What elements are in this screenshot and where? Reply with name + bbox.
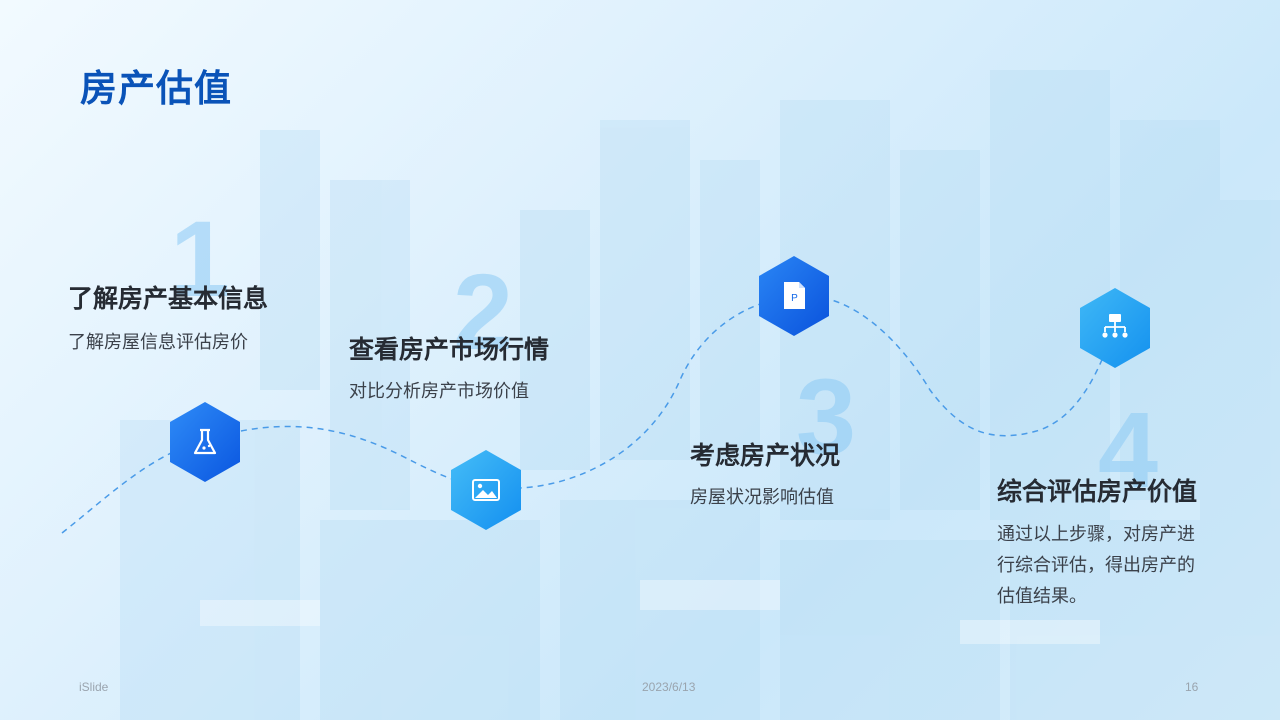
- step-3-description: 房屋状况影响估值: [690, 487, 834, 508]
- step-1-hexagon: [170, 402, 240, 482]
- step-2-description: 对比分析房产市场价值: [349, 381, 529, 402]
- step-4-title: 综合评估房产价值: [997, 477, 1198, 506]
- step-1-description: 了解房屋信息评估房价: [68, 332, 248, 353]
- step-4-hexagon: [1080, 288, 1150, 368]
- svg-text:P: P: [791, 293, 798, 304]
- hierarchy-icon: [1102, 314, 1128, 338]
- step-number-3: 3: [796, 356, 857, 477]
- step-1-title: 了解房产基本信息: [68, 284, 269, 313]
- step-3-hexagon: P: [759, 256, 829, 336]
- step-2-hexagon: [451, 450, 521, 530]
- step-3-title: 考虑房产状况: [690, 441, 841, 470]
- footer-page-number: 16: [1185, 680, 1199, 694]
- footer-date: 2023/6/13: [642, 680, 696, 694]
- image-icon: [472, 479, 500, 501]
- step-number-2: 2: [453, 251, 514, 372]
- document-icon: P: [784, 282, 805, 309]
- page-title: 房产估值: [80, 67, 232, 110]
- step-number-4: 4: [1098, 389, 1159, 510]
- flask-icon: [193, 428, 217, 455]
- step-number-1: 1: [170, 198, 231, 319]
- footer-brand: iSlide: [79, 680, 109, 694]
- step-4-description: 通过以上步骤，对房产进行综合评估，得出房产的估值结果。: [997, 524, 1195, 607]
- step-2-title: 查看房产市场行情: [349, 335, 550, 364]
